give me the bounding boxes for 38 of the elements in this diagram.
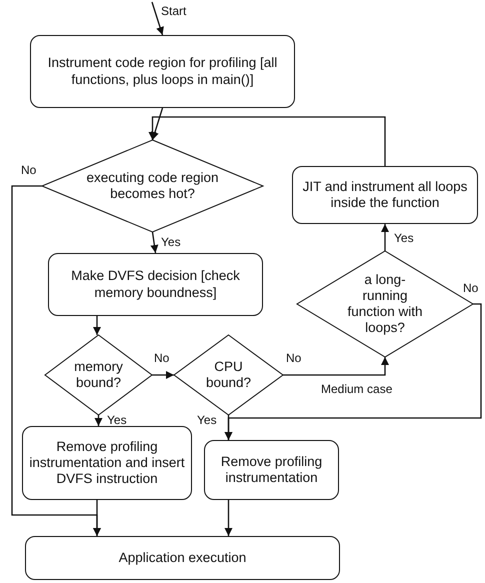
arrow xyxy=(152,371,174,379)
arrow xyxy=(93,316,101,335)
node-text: a long-running function with loops? xyxy=(346,272,424,336)
edge-label: No xyxy=(462,282,480,294)
edge-label: Yes xyxy=(393,232,415,244)
node-text: Instrument code region for profiling [all functions, plus loops in main()] xyxy=(46,55,278,88)
edge-label: Yes xyxy=(106,414,128,426)
node-text: executing code region becomes hot? xyxy=(85,170,220,202)
node-text: Remove profiling instrumentation and insert DVFS instruction xyxy=(28,438,186,488)
process-box xyxy=(22,426,192,500)
arrow xyxy=(224,303,482,440)
edge-label: Yes xyxy=(196,414,218,426)
process-box xyxy=(30,35,295,108)
arrow xyxy=(151,108,164,140)
edge-label: Yes xyxy=(160,236,182,248)
edge-label: No xyxy=(153,352,170,364)
edge-label: Start xyxy=(160,5,188,17)
node-text: Make DVFS decision [check memory boundness] xyxy=(70,268,241,301)
process-box xyxy=(48,253,263,316)
node-text: Remove profiling instrumentation xyxy=(220,454,324,486)
node-text: memory bound? xyxy=(73,358,124,392)
arrow xyxy=(224,500,232,536)
arrow xyxy=(93,500,101,536)
edge-label: No xyxy=(20,164,38,176)
arrow xyxy=(148,116,386,166)
arrow xyxy=(151,2,164,36)
arrow xyxy=(150,232,158,254)
arrow xyxy=(94,415,102,426)
node-text: Application execution xyxy=(118,550,246,566)
process-box xyxy=(204,440,339,500)
edge-note: Medium case xyxy=(320,383,394,395)
arrow xyxy=(283,357,389,376)
process-box xyxy=(292,166,478,224)
arrow xyxy=(381,224,389,251)
node-text: CPU bound? xyxy=(204,358,252,392)
edge-label: No xyxy=(285,352,302,364)
process-box xyxy=(25,536,340,580)
node-text: JIT and instrument all loops inside the function xyxy=(302,178,468,212)
